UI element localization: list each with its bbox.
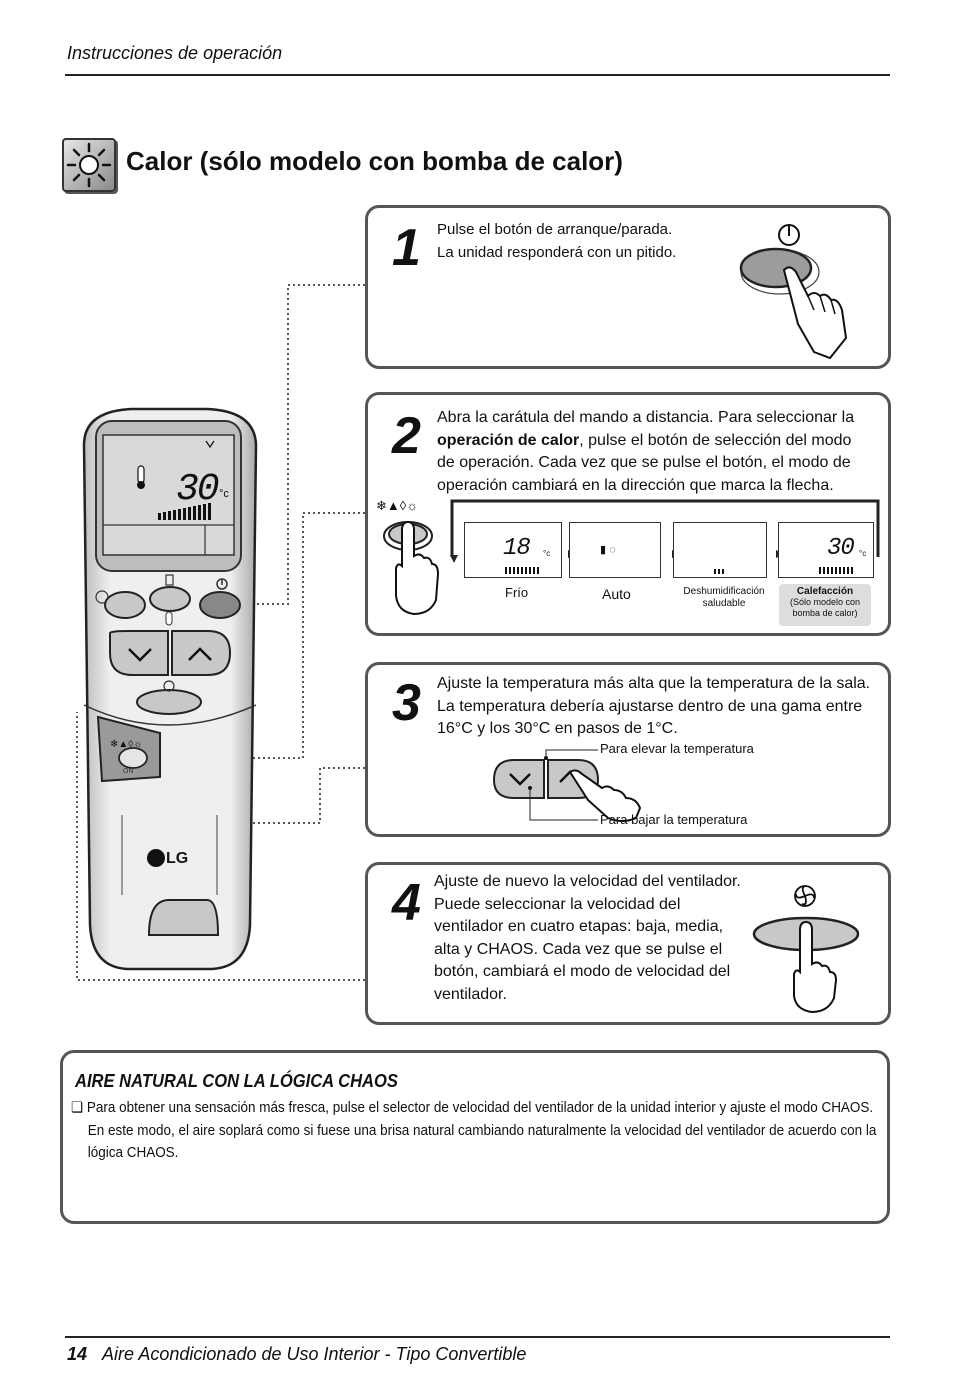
- raise-temp-label: Para elevar la temperatura: [600, 741, 754, 756]
- section-header: Instrucciones de operación: [67, 43, 283, 63]
- lower-temp-label: Para bajar la temperatura: [600, 812, 748, 827]
- mode-label-frio: Frío: [505, 585, 529, 600]
- step-3-text: Ajuste la temperatura más alta que la te…: [437, 675, 871, 737]
- remote-on-label: ON: [123, 768, 134, 775]
- drop-icon: ◊: [399, 498, 407, 513]
- step-2-text: Abra la carátula del mando a distancia. …: [437, 409, 855, 494]
- step-4-number: 4: [392, 874, 421, 932]
- hand-icon: [782, 266, 848, 360]
- chaos-note-box: AIRE NATURAL CON LA LÓGICA CHAOS ❏ Para …: [60, 1050, 890, 1224]
- remote-brand: LG: [166, 850, 189, 867]
- footer-text: Aire Acondicionado de Uso Interior - Tip…: [102, 1344, 527, 1364]
- chevron-down-icon: [509, 773, 531, 786]
- fan-icon: [794, 885, 816, 907]
- remote-control: [82, 407, 258, 971]
- step-3-number: 3: [392, 674, 421, 732]
- mode-button-illustration: [383, 520, 440, 616]
- step-1-number: 1: [392, 219, 421, 277]
- power-icon: [778, 224, 800, 246]
- remote-lcd-temp: 30: [176, 468, 220, 511]
- power-button-illustration: [739, 224, 848, 360]
- lcd-frio: 18 °c: [464, 522, 562, 578]
- fan-button-illustration: [752, 885, 860, 1014]
- mode-icons-row: ❄▲◊☼: [376, 498, 418, 514]
- temperature-buttons-illustration: [492, 749, 642, 822]
- footer: 14 Aire Acondicionado de Uso Interior - …: [67, 1344, 526, 1365]
- step-4-text: Ajuste de nuevo la velocidad del ventila…: [434, 873, 741, 1003]
- note-body: ❏ Para obtener una sensación más fresca,…: [71, 1100, 877, 1161]
- lcd-calefaccion: 30 °c: [778, 522, 874, 578]
- header-rule: [65, 74, 890, 76]
- remote-mode-icons: ❄▲◊☼: [110, 739, 143, 750]
- lcd-auto: ▮ ◌: [569, 522, 661, 578]
- hand-icon: [568, 769, 642, 822]
- step-2-number: 2: [392, 407, 421, 465]
- sun-icon: ☼: [406, 498, 419, 513]
- note-title: AIRE NATURAL CON LA LÓGICA CHAOS: [75, 1071, 398, 1091]
- page-title: Calor (sólo modelo con bomba de calor): [126, 146, 623, 176]
- lcd-deshum: [673, 522, 767, 578]
- hand-icon: [793, 920, 838, 1014]
- remote-lcd-unit: °c: [219, 488, 229, 500]
- auto-icon: ▲: [386, 498, 400, 513]
- mode-label-deshum: Deshumidificación saludable: [683, 586, 765, 609]
- mode-label-auto: Auto: [602, 586, 631, 602]
- step-1-text: Pulse el botón de arranque/parada. La un…: [437, 221, 677, 261]
- sun-icon: [62, 138, 116, 192]
- mode-label-calefaccion: Calefacción (Sólo modelo con bomba de ca…: [779, 584, 871, 626]
- snowflake-icon: ❄: [376, 498, 387, 513]
- footer-rule: [65, 1336, 890, 1338]
- page-number: 14: [67, 1344, 88, 1364]
